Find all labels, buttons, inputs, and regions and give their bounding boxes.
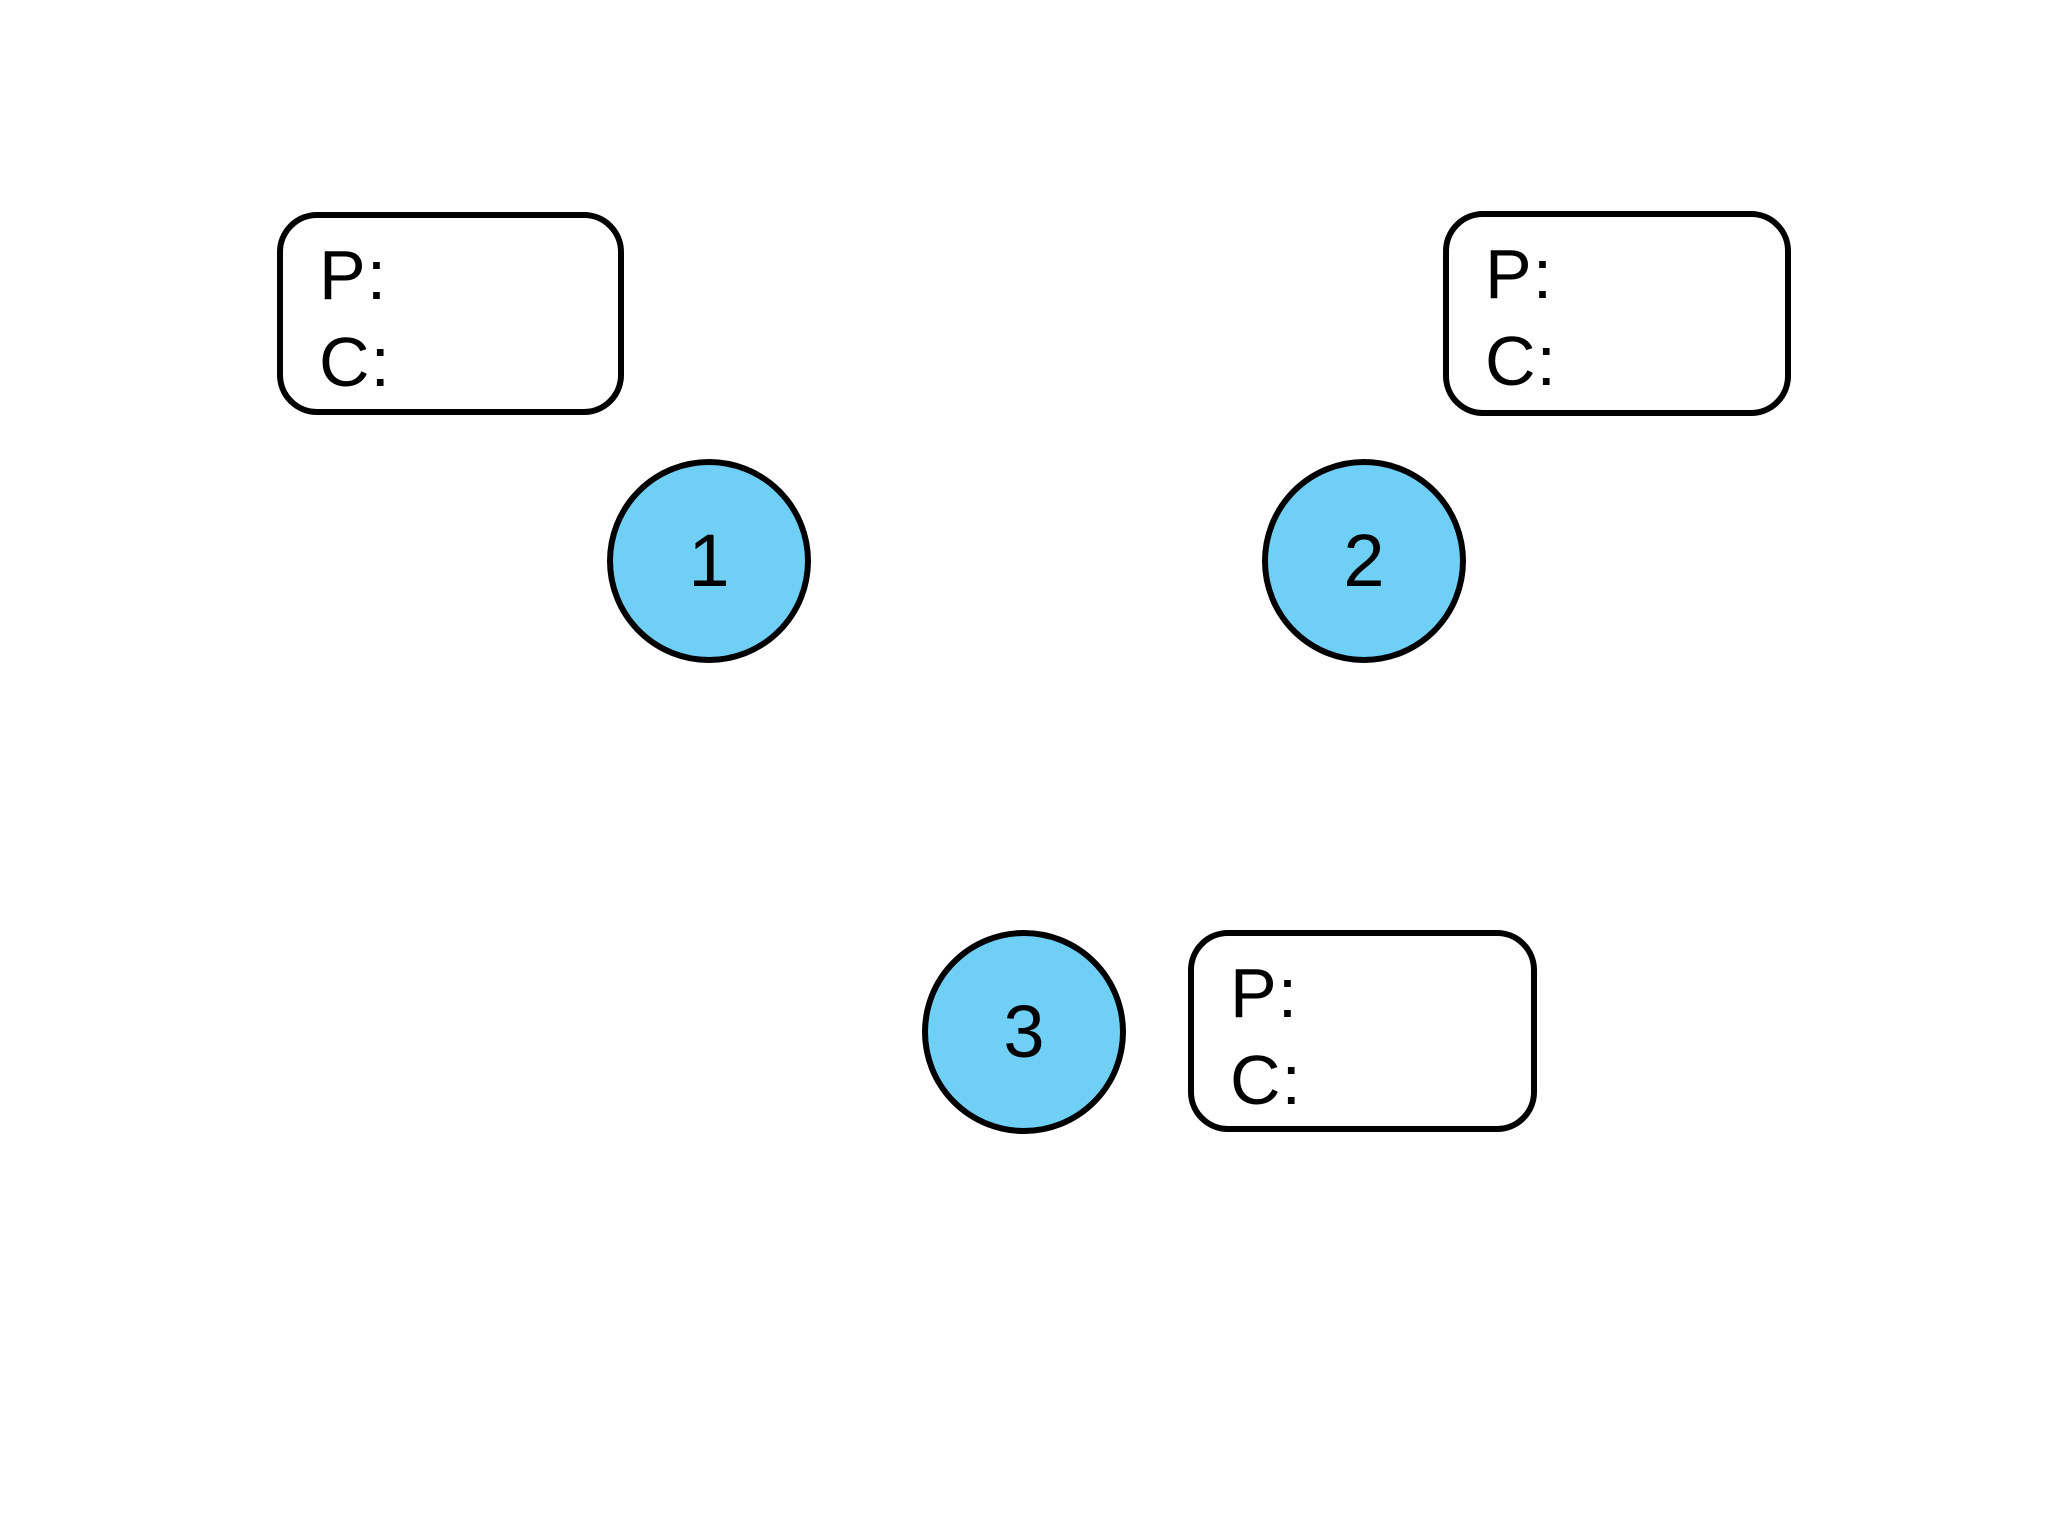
child-field-label: C: [319,323,391,401]
parent-field-label: P: [1485,235,1554,313]
graph-node-3[interactable]: 3 [922,930,1126,1134]
parent-field-label: P: [319,236,388,314]
graph-node-2[interactable]: 2 [1262,459,1466,663]
child-field-label: C: [1230,1041,1302,1119]
label-box-node-3[interactable]: P: C: [1188,930,1537,1132]
child-field-label: C: [1485,322,1557,400]
label-box-node-1[interactable]: P: C: [277,212,624,415]
node-number-label: 3 [1003,990,1045,1073]
node-number-label: 2 [1343,519,1385,602]
node-number-label: 1 [688,519,730,602]
parent-field-label: P: [1230,954,1299,1032]
label-box-node-2[interactable]: P: C: [1443,211,1791,416]
graph-node-1[interactable]: 1 [607,459,811,663]
